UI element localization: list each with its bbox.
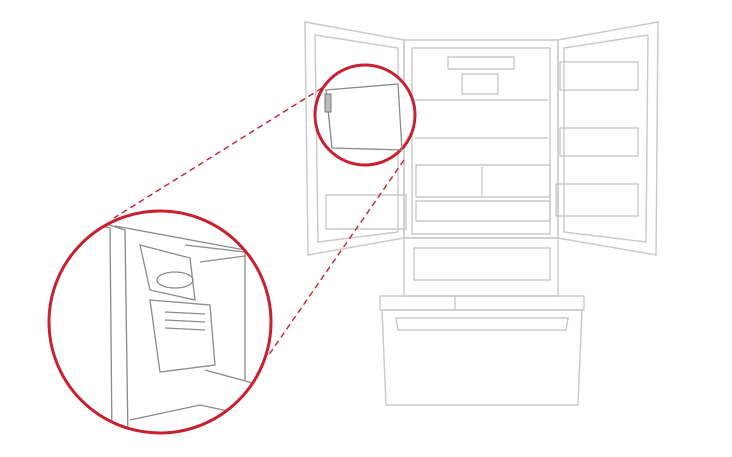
callout-line-bottom (267, 159, 405, 357)
refrigerator-body (379, 39, 585, 406)
right-door (555, 21, 659, 256)
zoom-circle-large (47, 209, 273, 435)
highlight-circle-small (313, 63, 417, 167)
callout-line-top (113, 87, 323, 219)
